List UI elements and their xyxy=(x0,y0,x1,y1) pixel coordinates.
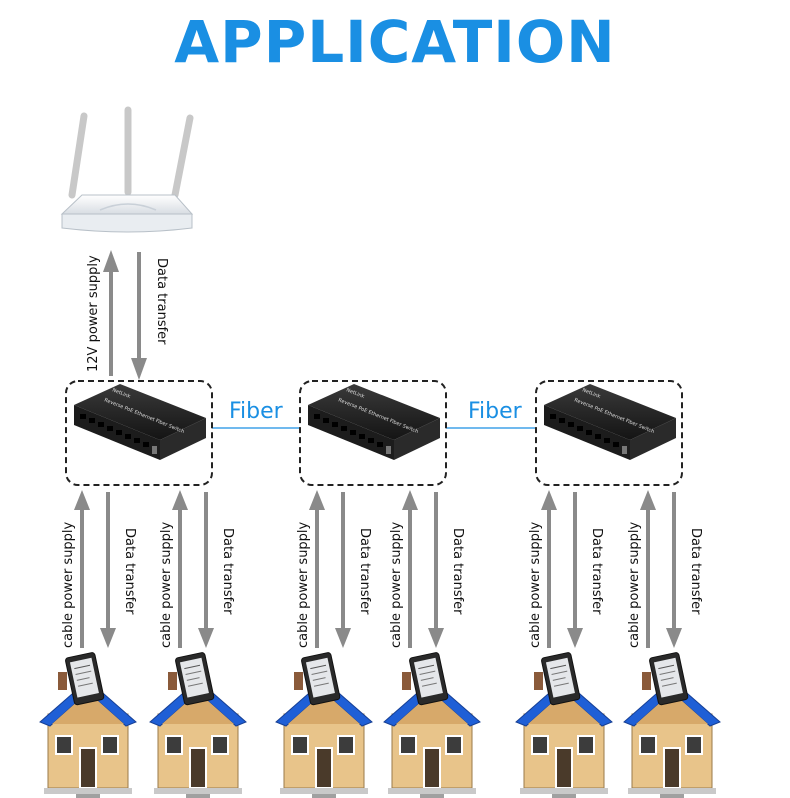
power-label-5: cable power supply xyxy=(528,521,543,648)
router-power-label: 12V power supply xyxy=(86,255,101,372)
onu-device-icon xyxy=(301,652,341,706)
power-arrow-head xyxy=(74,490,90,510)
data-label-6: Data transfer xyxy=(688,528,703,615)
data-label-1: Data transfer xyxy=(122,528,137,615)
power-label-6: cable power supply xyxy=(627,521,642,648)
data-label-4: Data transfer xyxy=(450,528,465,615)
data-label-3: Data transfer xyxy=(357,528,372,615)
onu-device-icon xyxy=(65,652,105,706)
fiber-switch-icon: NetLink Reverse PoE Ethernet Fiber Switc… xyxy=(535,380,683,486)
onu-device-icon xyxy=(409,652,449,706)
data-label-2: Data transfer xyxy=(220,528,235,615)
link-4: cable power supply Data transfer xyxy=(389,490,465,648)
router-power-arrow xyxy=(103,250,119,376)
link-1: cable power supply Data transfer xyxy=(61,490,137,648)
house-with-onu-icon xyxy=(515,652,613,798)
page-title: APPLICATION xyxy=(174,8,616,76)
data-arrow-head xyxy=(100,628,116,648)
onu-device-icon xyxy=(175,652,215,706)
house-with-onu-icon xyxy=(149,652,247,798)
houses xyxy=(39,652,721,798)
house-with-onu-icon xyxy=(275,652,373,798)
onu-device-icon xyxy=(541,652,581,706)
router-data-arrow xyxy=(131,252,147,380)
fiber-label-1: Fiber xyxy=(229,399,284,424)
fiber-label-2: Fiber xyxy=(468,399,523,424)
fiber-switch-icon: NetLink Reverse PoE Ethernet Fiber Switc… xyxy=(299,380,447,486)
power-label-4: cable power supply xyxy=(389,521,404,648)
link-5: cable power supply Data transfer xyxy=(528,490,604,648)
wifi-router-icon xyxy=(60,106,194,233)
power-label-2: cable power supply xyxy=(159,521,174,648)
data-label-5: Data transfer xyxy=(589,528,604,615)
house-with-onu-icon xyxy=(383,652,481,798)
house-with-onu-icon xyxy=(623,652,721,798)
fiber-switch-icon: NetLink Reverse PoE Ethernet Fiber Switc… xyxy=(65,380,213,486)
power-label-1: cable power supply xyxy=(61,521,76,648)
power-label-3: cable power supply xyxy=(296,521,311,648)
link-2: cable power supply Data transfer xyxy=(159,490,235,648)
onu-device-icon xyxy=(649,652,689,706)
link-3: cable power supply Data transfer xyxy=(296,490,372,648)
house-with-onu-icon xyxy=(39,652,137,798)
link-6: cable power supply Data transfer xyxy=(627,490,703,648)
router-data-label: Data transfer xyxy=(154,258,169,345)
